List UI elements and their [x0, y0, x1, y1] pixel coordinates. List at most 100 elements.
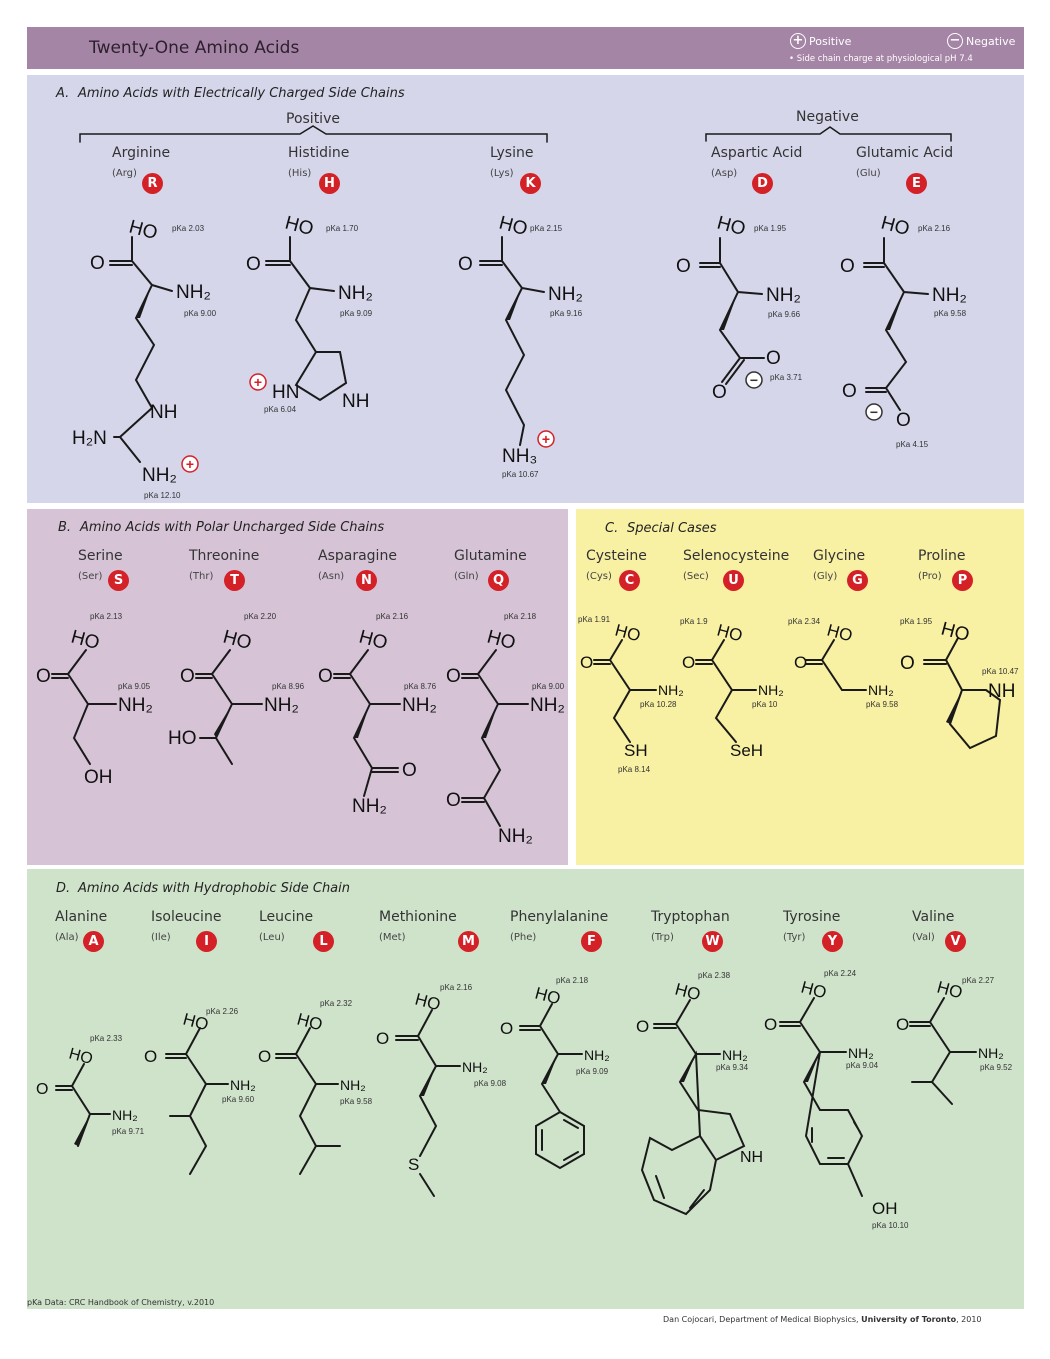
section-a-title-text: Amino Acids with Electrically Charged Si…	[78, 86, 405, 101]
charge-sign: +	[254, 374, 262, 390]
aa-tyrosine: Tyrosine (Tyr) Y	[783, 909, 843, 952]
aa-code-badge: R	[142, 173, 163, 194]
section-d-title: D.Amino Acids with Hydrophobic Side Chai…	[56, 881, 350, 896]
credit-institution: University of Toronto	[861, 1315, 957, 1324]
section-c-letter: C.	[605, 521, 619, 536]
section-d-title-text: Amino Acids with Hydrophobic Side Chain	[78, 881, 351, 896]
aa-abbr: (Gln)	[454, 571, 479, 582]
section-b-panel	[27, 509, 568, 865]
aa-code-badge: N	[356, 570, 377, 591]
atom-label: O	[840, 256, 855, 277]
aa-abbr: (His)	[288, 168, 312, 179]
pka-label: pKa 9.52	[980, 1063, 1013, 1072]
pka-label: pKa 9.05	[118, 682, 151, 691]
aa-name: Selenocysteine	[683, 548, 790, 564]
aa-code-badge: M	[458, 931, 479, 952]
atom-label: NH₂	[584, 1047, 610, 1063]
aa-abbr: (Ile)	[151, 932, 171, 943]
atom-label: NH	[988, 681, 1015, 702]
section-a-title: A.Amino Acids with Electrically Charged …	[56, 86, 405, 101]
aa-name: Glutamine	[454, 548, 527, 564]
aa-serine: Serine(Ser)S	[78, 548, 129, 591]
aa-aspartic-acid: Aspartic Acid(Asp)D	[711, 145, 802, 194]
aa-name: Arginine	[112, 145, 171, 161]
pka-label: pKa 2.34	[788, 617, 821, 626]
aa-leucine: Leucine(Leu)L	[259, 909, 334, 952]
aa-abbr: (Met)	[379, 932, 406, 943]
aa-name: Proline	[918, 548, 966, 564]
pka-label: pKa 9.58	[934, 309, 967, 318]
aa-code-badge: E	[906, 173, 927, 194]
atom-label: HN	[272, 382, 299, 403]
aa-name: Lysine	[490, 145, 534, 161]
aa-abbr: (Tyr)	[783, 932, 806, 943]
pka-label: pKa 2.16	[918, 224, 951, 233]
pka-source-note: pKa Data: CRC Handbook of Chemistry, v.2…	[27, 1298, 215, 1307]
atom-label: O	[446, 790, 461, 811]
section-c-title-text: Special Cases	[627, 521, 717, 536]
atom-label: NH₂	[548, 284, 583, 305]
wedge-bonds	[74, 285, 962, 1146]
pka-label: pKa 9.04	[846, 1061, 879, 1070]
atom-label: O	[90, 253, 105, 274]
legend-negative: − Negative	[947, 33, 1015, 49]
aa-abbr: (Asn)	[318, 571, 345, 582]
aa-abbr: (Lys)	[490, 168, 514, 179]
aa-name: Tyrosine	[783, 909, 841, 925]
atom-label: HO	[413, 990, 443, 1015]
atom-label: O	[900, 653, 915, 674]
pka-label: pKa 1.9	[680, 617, 708, 626]
pka-label: pKa 9.16	[550, 309, 583, 318]
atom-label: NH₂	[978, 1045, 1004, 1061]
section-b-letter: B.	[58, 520, 72, 535]
pka-label: pKa 2.24	[824, 969, 857, 978]
pka-label: pKa 2.38	[698, 971, 731, 980]
aa-abbr: (Pro)	[918, 571, 942, 582]
aa-abbr: (Cys)	[586, 571, 612, 582]
atom-label: O	[580, 653, 593, 672]
aa-name: Glutamic Acid	[856, 145, 954, 161]
aa-abbr: (Ser)	[78, 571, 103, 582]
aa-threonine: Threonine(Thr)T	[189, 548, 260, 591]
atom-label: HO	[485, 627, 518, 655]
aa-abbr: (Arg)	[112, 168, 137, 179]
aa-code-badge: W	[702, 931, 723, 952]
negative-charge-icon	[865, 403, 883, 421]
aa-code-badge: Q	[488, 570, 509, 591]
credit-prefix: Dan Cojocari, Department of Medical Biop…	[663, 1315, 862, 1324]
atom-label: O	[246, 254, 261, 275]
aa-code-badge: Y	[822, 931, 843, 952]
atom-label: O	[636, 1017, 649, 1036]
aa-asparagine: Asparagine (Asn) N	[318, 548, 397, 591]
atom-label: HO	[357, 627, 390, 655]
aa-abbr: (Sec)	[683, 571, 709, 582]
positive-charge-icon	[537, 430, 555, 448]
pka-label: pKa 9.58	[340, 1097, 373, 1106]
pka-label: pKa 1.95	[900, 617, 933, 626]
positive-charge-icon	[249, 373, 267, 391]
aa-alanine: Alanine(Ala)A	[55, 909, 107, 952]
aa-code-badge: P	[952, 570, 973, 591]
aa-name: Asparagine	[318, 548, 397, 564]
negative-charge-icon: −	[947, 33, 963, 49]
atom-label: NH₂	[176, 282, 211, 303]
pka-label: pKa 9.71	[112, 1127, 145, 1136]
pka-label: pKa 9.34	[716, 1063, 749, 1072]
aa-abbr: (Glu)	[856, 168, 881, 179]
pka-label: pKa 2.32	[320, 999, 353, 1008]
aa-abbr: (Trp)	[651, 932, 674, 943]
aa-methionine: Methionine(Met)M	[379, 909, 479, 952]
aa-name: Threonine	[189, 548, 260, 564]
page-title: Twenty-One Amino Acids	[89, 38, 300, 58]
atom-label: SeH	[730, 741, 763, 760]
aa-code-badge: G	[847, 570, 868, 591]
pka-label: pKa 9.66	[768, 310, 801, 319]
charge-sign: −	[750, 372, 758, 388]
aa-code-badge: I	[196, 931, 217, 952]
atom-label: HO	[283, 213, 316, 241]
credit-suffix: , 2010	[956, 1315, 982, 1324]
pka-label: pKa 12.10	[144, 491, 181, 500]
negative-charge-icon	[745, 371, 763, 389]
atom-label: O	[712, 382, 727, 403]
atom-label: HO	[935, 978, 965, 1003]
